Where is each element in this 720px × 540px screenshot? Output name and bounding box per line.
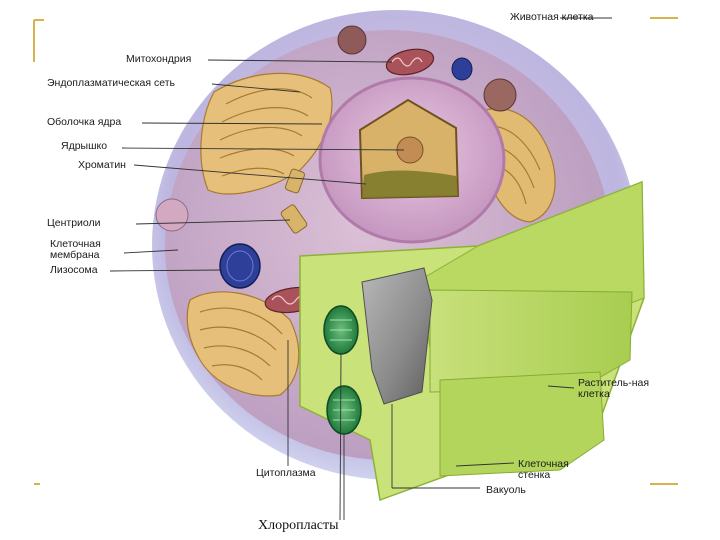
label-cell-wall: Клеточная стенка — [518, 459, 588, 481]
label-cell-membrane: Клеточная мембрана — [50, 239, 122, 261]
label-vacuole: Вакуоль — [486, 485, 526, 496]
chromatin — [362, 171, 458, 198]
label-centrioles: Центриоли — [47, 218, 101, 229]
label-mitochondria: Митохондрия — [126, 54, 191, 65]
label-nuclear-envelope: Оболочка ядра — [47, 117, 121, 128]
label-endoplasmic-reticulum: Эндоплазматическая сеть — [47, 78, 175, 89]
vesicle — [156, 199, 188, 231]
label-cytoplasm: Цитоплазма — [256, 468, 316, 479]
label-nucleolus: Ядрышко — [61, 141, 107, 152]
label-lysosome: Лизосома — [50, 265, 98, 276]
caption-chloroplasts: Хлоропласты — [258, 518, 339, 534]
title-animal-cell: Животная клетка — [510, 12, 593, 23]
vesicle — [484, 79, 516, 111]
label-chromatin: Хроматин — [78, 160, 126, 171]
label-plant-cell: Раститель-ная клетка — [578, 378, 652, 400]
vesicle — [338, 26, 366, 54]
